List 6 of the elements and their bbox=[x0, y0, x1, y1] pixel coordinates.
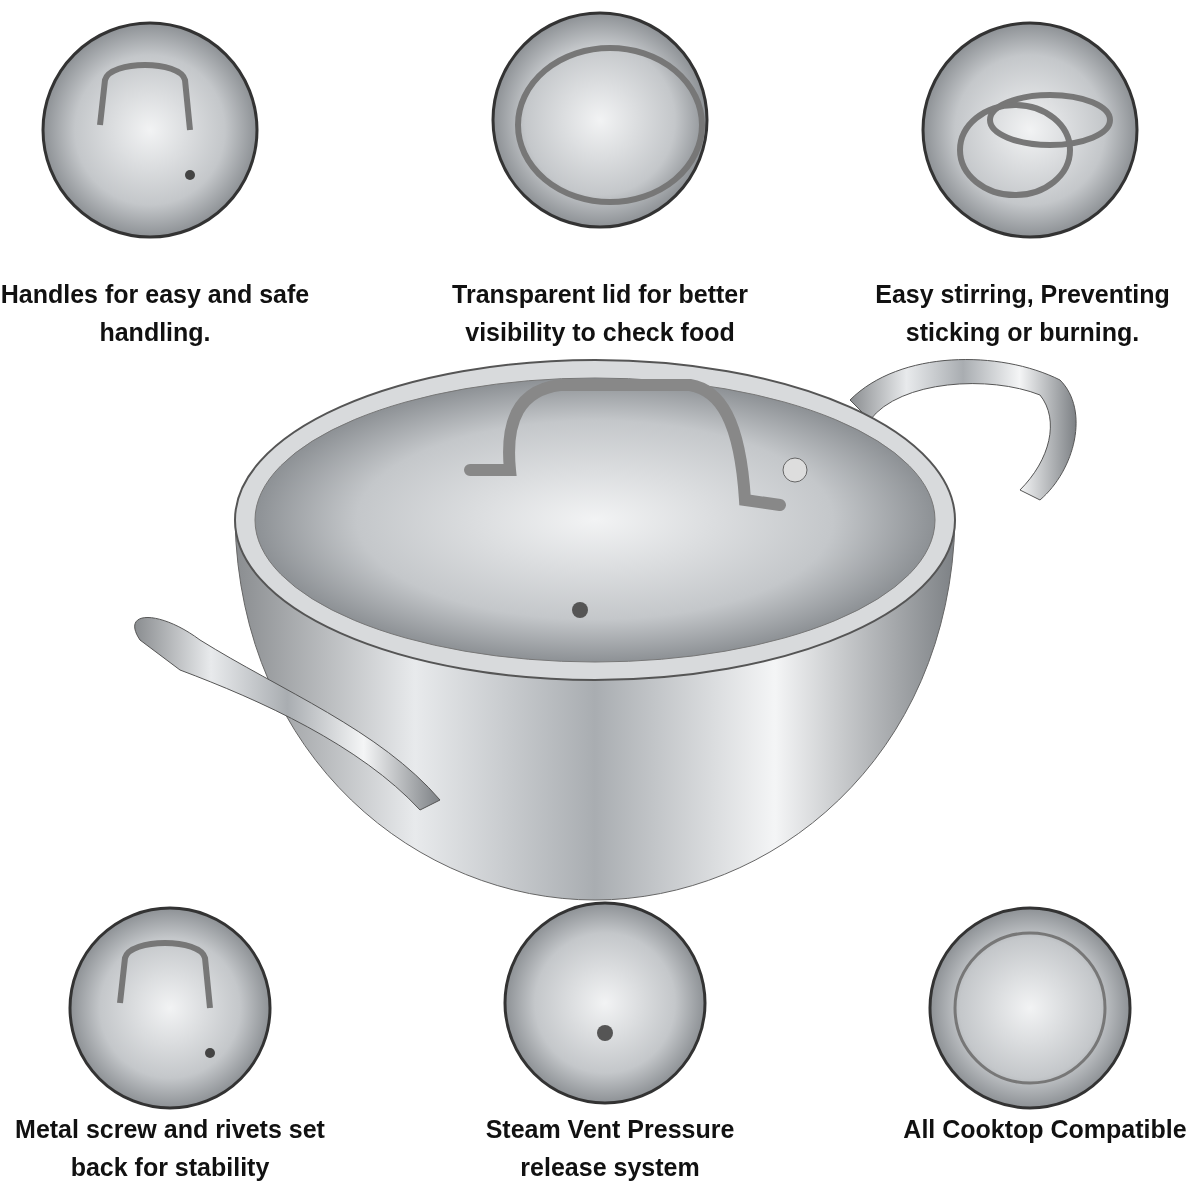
feature-caption: Steam Vent Pressure release system bbox=[484, 1114, 736, 1183]
feature-caption: Metal screw and rivets set back for stability bbox=[14, 1114, 326, 1183]
feature-caption: Transparent lid for better visibility to check food bbox=[451, 279, 749, 348]
feature-caption: Easy stirring, Preventing sticking or burning. bbox=[874, 279, 1171, 348]
feature-caption: Handles for easy and safe handling. bbox=[0, 279, 311, 348]
feature-caption: All Cooktop Compatible bbox=[902, 1114, 1188, 1145]
